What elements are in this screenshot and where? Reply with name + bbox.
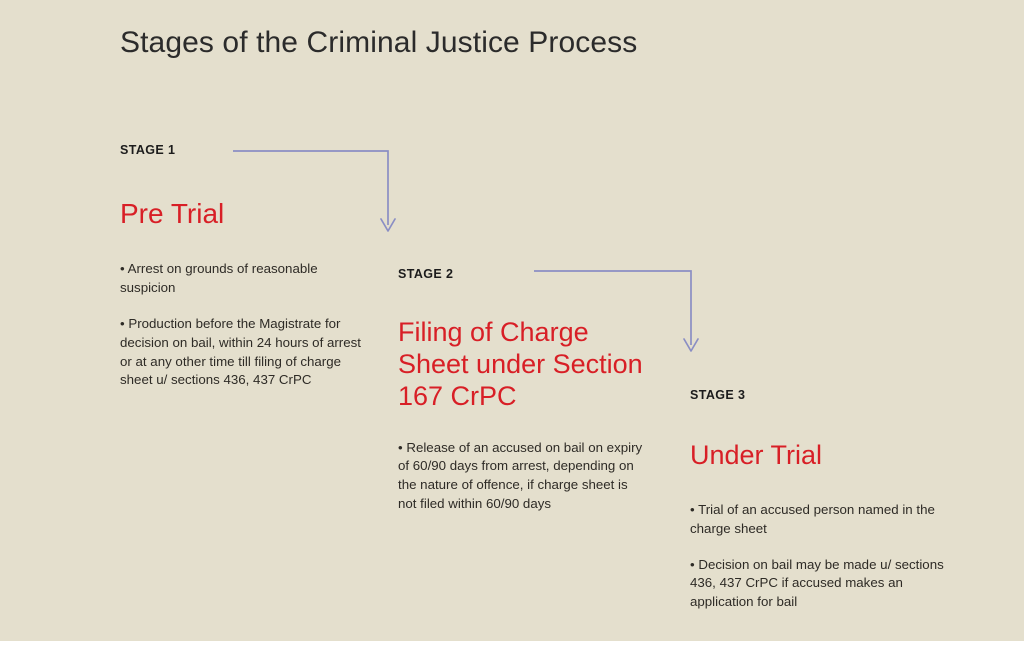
list-item: • Production before the Magistrate for d…: [120, 315, 361, 388]
stage-1-heading: Pre Trial: [120, 198, 225, 229]
stage-column-3: STAGE 3 Under Trial • Trial of an accuse…: [690, 388, 948, 612]
stage-column-2: STAGE 2 Filing of Charge Sheet under Sec…: [398, 267, 648, 514]
stage-3-label: STAGE 3: [690, 388, 746, 402]
arrow-stage-2-to-stage-3: [534, 270, 699, 352]
list-item: • Trial of an accused person named in th…: [690, 501, 935, 536]
list-item: • Arrest on grounds of reasonable suspic…: [120, 261, 318, 295]
stage-column-1: STAGE 1 Pre Trial • Arrest on grounds of…: [120, 143, 375, 390]
list-item: • Decision on bail may be made u/ sectio…: [690, 556, 944, 610]
stage-3-heading: Under Trial: [690, 440, 823, 470]
stage-1-bullets: • Arrest on grounds of reasonable suspic…: [120, 260, 375, 390]
stage-1-label: STAGE 1: [120, 143, 176, 157]
bottom-margin-strip: [0, 641, 1024, 647]
page-title: Stages of the Criminal Justice Process: [120, 26, 638, 59]
arrow-stage-1-to-stage-2: [233, 150, 396, 232]
stage-2-label: STAGE 2: [398, 267, 454, 281]
stage-3-bullets: • Trial of an accused person named in th…: [690, 501, 948, 612]
list-item: • Release of an accused on bail on expir…: [398, 439, 643, 512]
stage-2-bullets: • Release of an accused on bail on expir…: [398, 439, 648, 515]
stage-2-heading: Filing of Charge Sheet under Section 167…: [398, 317, 643, 411]
